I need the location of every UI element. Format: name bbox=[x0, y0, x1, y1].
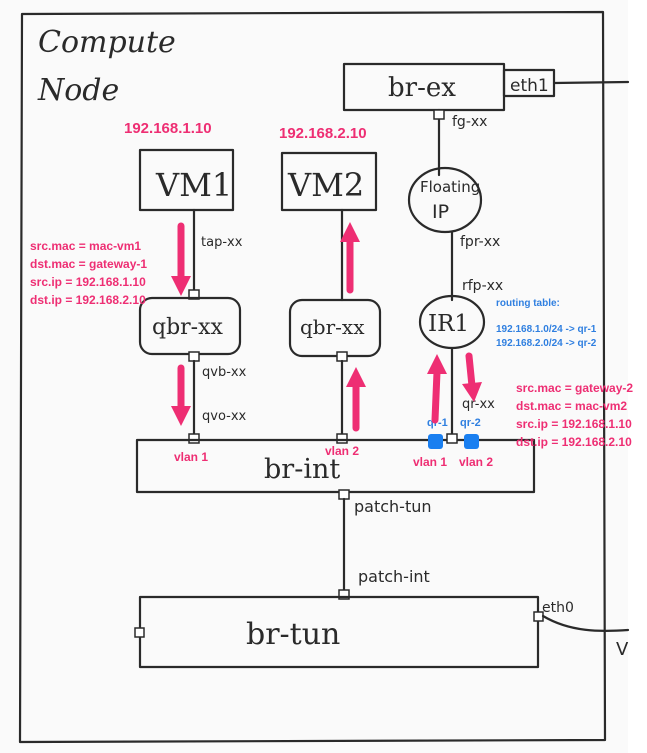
packet-out-1: src.mac = mac-vm1 bbox=[30, 239, 141, 253]
qr2-label: qr-2 bbox=[460, 417, 481, 429]
qr1-port bbox=[428, 434, 443, 449]
vm2-qvb-port bbox=[336, 351, 348, 362]
packet-in-2: dst.mac = mac-vm2 bbox=[516, 399, 627, 413]
vm2-vlan: vlan 2 bbox=[325, 444, 359, 458]
vm1-label: VM1 bbox=[155, 166, 232, 204]
br-ex-label: br-ex bbox=[388, 73, 456, 103]
floating-ip-line1: Floating bbox=[420, 178, 480, 196]
br-tun-left-port bbox=[134, 627, 145, 638]
arrow-router-out-head bbox=[462, 382, 482, 402]
qvo-port bbox=[188, 433, 200, 444]
arrow-router-in-head bbox=[427, 354, 447, 374]
vm2-box bbox=[280, 151, 378, 212]
routing-table-title: routing table: bbox=[496, 298, 560, 309]
routing-row-1: 192.168.1.0/24 -> qr-1 bbox=[496, 324, 597, 335]
vm1-ip: 192.168.1.10 bbox=[124, 120, 212, 137]
edge-mark: V bbox=[616, 639, 629, 660]
patch-int-port bbox=[338, 589, 350, 600]
packet-out-4: dst.ip = 192.168.2.10 bbox=[30, 293, 146, 307]
qr-port bbox=[446, 433, 458, 444]
qvo-label: qvo-xx bbox=[202, 409, 247, 424]
arrow-router-in bbox=[431, 368, 441, 424]
patch-tun-label: patch-tun bbox=[354, 497, 432, 516]
arrow-qbr1-down-head bbox=[171, 406, 191, 426]
qvb-label: qvb-xx bbox=[202, 365, 247, 380]
paper-edge bbox=[628, 0, 647, 753]
packet-out-2: dst.mac = gateway-1 bbox=[30, 257, 147, 271]
qbr2-box bbox=[288, 298, 382, 358]
arrow-router-out bbox=[465, 352, 476, 390]
qr1-vlan: vlan 1 bbox=[413, 455, 447, 469]
br-tun-label: br-tun bbox=[246, 617, 340, 652]
router-label: IR1 bbox=[428, 311, 469, 337]
eth0-label: eth0 bbox=[542, 600, 574, 616]
packet-in-4: dst.ip = 192.168.2.10 bbox=[516, 435, 632, 449]
qbr2-label: qbr-xx bbox=[300, 315, 365, 339]
patch-tun-port bbox=[338, 489, 350, 500]
fg-label: fg-xx bbox=[452, 114, 487, 130]
qr-label: qr-xx bbox=[462, 397, 495, 412]
qbr1-label: qbr-xx bbox=[152, 315, 224, 340]
paper-background bbox=[0, 0, 628, 753]
vm1-box bbox=[138, 148, 235, 212]
vm2-ip: 192.168.2.10 bbox=[279, 125, 367, 142]
arrow-qbr2-up-head bbox=[346, 367, 366, 387]
packet-in-1: src.mac = gateway-2 bbox=[516, 381, 633, 395]
node-title-line1: Compute bbox=[38, 25, 176, 60]
vm1-vlan: vlan 1 bbox=[174, 450, 208, 464]
qr2-port bbox=[464, 434, 479, 449]
floating-ip-line2: IP bbox=[432, 201, 449, 223]
packet-out-3: src.ip = 192.168.1.10 bbox=[30, 275, 146, 289]
floating-ip-node bbox=[407, 166, 483, 234]
arrow-vm2-up-head bbox=[340, 222, 360, 242]
patch-int-label: patch-int bbox=[358, 567, 430, 586]
arrow-vm1-down-head bbox=[171, 276, 191, 296]
fg-port bbox=[433, 109, 445, 120]
eth0-line bbox=[541, 614, 630, 632]
vm2-label: VM2 bbox=[287, 166, 364, 204]
qr2-vlan: vlan 2 bbox=[459, 455, 493, 469]
eth1-line bbox=[552, 80, 630, 85]
rfp-label: rfp-xx bbox=[462, 278, 503, 294]
qvb-port bbox=[188, 351, 200, 362]
packet-in-3: src.ip = 192.168.1.10 bbox=[516, 417, 632, 431]
br-int-label: br-int bbox=[264, 454, 340, 485]
vm2-qvo-port bbox=[336, 433, 348, 444]
fpr-label: fpr-xx bbox=[460, 234, 500, 250]
node-title-line2: Node bbox=[37, 73, 119, 108]
compute-node-boundary bbox=[18, 10, 607, 744]
tap-label: tap-xx bbox=[201, 235, 243, 250]
br-int-box bbox=[135, 438, 536, 494]
routing-row-2: 192.168.2.0/24 -> qr-2 bbox=[496, 338, 597, 349]
eth1-label: eth1 bbox=[510, 76, 549, 96]
